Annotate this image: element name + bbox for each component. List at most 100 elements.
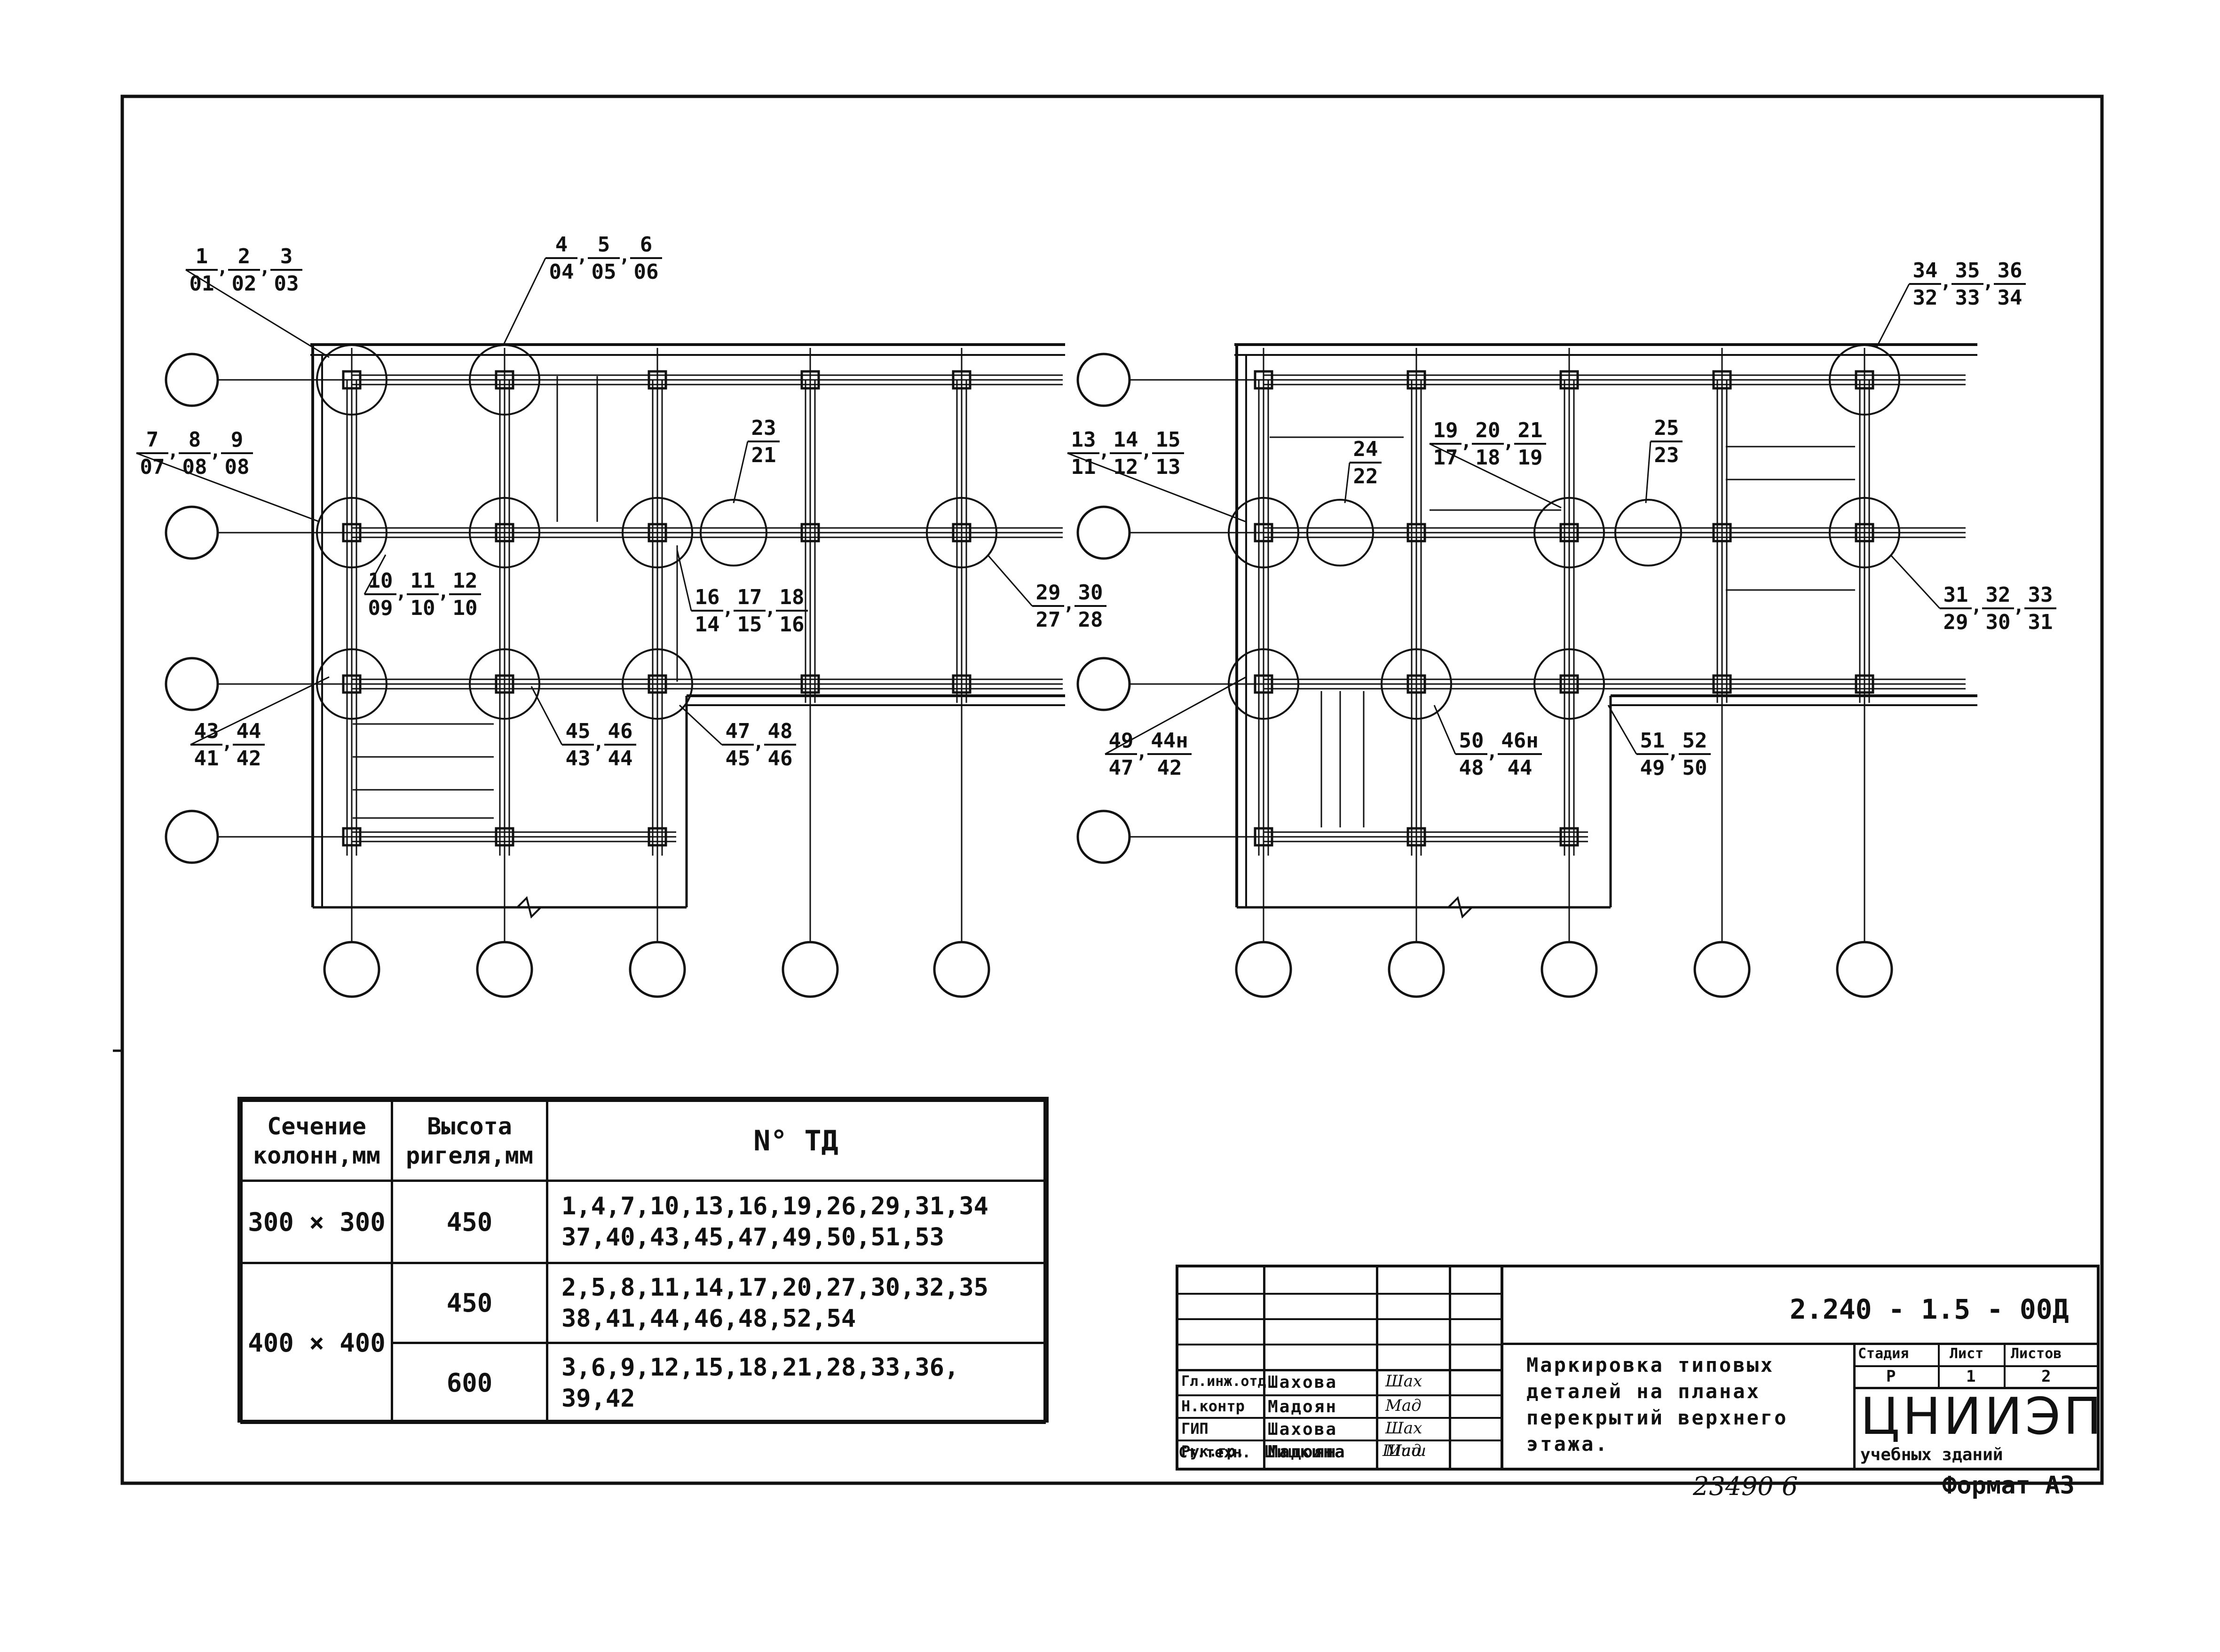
- person-name: Шишкина: [1265, 1442, 1346, 1462]
- signature: Мад: [1385, 1396, 1422, 1415]
- label-numerator: 14: [1114, 428, 1138, 452]
- label-separator: ,: [210, 440, 221, 462]
- label-denominator: 10: [453, 596, 478, 620]
- label-denominator: 09: [368, 596, 393, 620]
- column: [342, 674, 362, 694]
- column: [342, 827, 362, 847]
- label-separator: ,: [438, 581, 449, 603]
- person-name: Шахова: [1268, 1420, 1338, 1439]
- role-label: Н.контр: [1181, 1397, 1245, 1415]
- column: [342, 523, 362, 543]
- column: [648, 674, 667, 694]
- grid-axis-bubble: [1541, 941, 1598, 998]
- label-denominator: 18: [1476, 446, 1501, 470]
- label-denominator: 44: [1508, 756, 1533, 780]
- detail-circle: [1228, 648, 1299, 720]
- grid-axis-bubble: [1388, 941, 1445, 998]
- floor-plan-right: [1076, 343, 1977, 998]
- column: [952, 523, 972, 543]
- column: [1712, 523, 1732, 543]
- role-label: ГИП: [1181, 1420, 1209, 1438]
- role-label: Гл.инж.отд: [1181, 1373, 1266, 1390]
- label-numerator: 43: [194, 719, 219, 743]
- label-denominator: 48: [1459, 756, 1484, 780]
- row-td-list: 3,6,9,12,15,18,21,28,33,36, 39,42: [546, 1342, 1046, 1424]
- label-numerator: 33: [2028, 583, 2053, 607]
- detail-circle: [316, 497, 387, 568]
- label-denominator: 30: [1986, 610, 2011, 634]
- stage-label: Стадия: [1858, 1345, 1909, 1362]
- label-numerator: 19: [1433, 418, 1458, 442]
- column: [1254, 674, 1273, 694]
- row-td-list: 2,5,8,11,14,17,20,27,30,32,35 38,41,44,4…: [546, 1262, 1046, 1344]
- label-numerator: 17: [737, 585, 762, 609]
- label-numerator: 16: [695, 585, 720, 609]
- label-separator: ,: [765, 598, 776, 619]
- grid-axis-bubble: [165, 353, 219, 407]
- column-spec-table: Сечение колонн,мм Высота ригеля,мм N° ТД…: [237, 1097, 1049, 1424]
- leader-line: [363, 554, 387, 595]
- label-separator: ,: [221, 732, 233, 753]
- label-denominator: 13: [1156, 455, 1181, 479]
- label-denominator: 21: [751, 443, 776, 467]
- label-separator: ,: [1063, 593, 1074, 614]
- column: [1855, 674, 1874, 694]
- grid-axis-bubble: [476, 941, 533, 998]
- label-separator: ,: [217, 257, 228, 278]
- grid-axis-bubble: [165, 810, 219, 864]
- label-denominator: 14: [695, 613, 720, 637]
- label-separator: ,: [1983, 271, 1994, 292]
- label-separator: ,: [1486, 741, 1498, 763]
- row-height: 450: [391, 1262, 548, 1344]
- column: [1406, 523, 1426, 543]
- label-numerator: 36: [1998, 259, 2022, 283]
- drawing-description: Маркировка типовых деталей на планах пер…: [1526, 1353, 1788, 1455]
- label-denominator: 41: [194, 747, 219, 771]
- detail-label: 404,505,606: [502, 233, 662, 346]
- label-numerator: 9: [231, 428, 244, 452]
- label-separator: ,: [2013, 595, 2024, 617]
- detail-circle: [1228, 497, 1299, 568]
- label-denominator: 27: [1036, 608, 1061, 632]
- sheet-value: 1: [1966, 1367, 1976, 1386]
- label-numerator: 15: [1156, 428, 1181, 452]
- label-numerator: 1: [196, 244, 208, 268]
- column: [1406, 674, 1426, 694]
- label-numerator: 51: [1640, 729, 1665, 753]
- label-denominator: 43: [566, 747, 591, 771]
- label-denominator: 31: [2028, 610, 2053, 634]
- column: [1559, 827, 1579, 847]
- column: [1559, 370, 1579, 390]
- column: [800, 523, 820, 543]
- label-denominator: 44: [608, 747, 633, 771]
- leader-line: [679, 704, 723, 746]
- label-separator: ,: [1136, 741, 1147, 763]
- label-separator: ,: [1971, 595, 1982, 617]
- detail-circle: [1381, 648, 1452, 720]
- detail-label: 101,202,303: [185, 244, 330, 358]
- label-denominator: 10: [411, 596, 435, 620]
- label-numerator: 23: [751, 416, 776, 440]
- label-numerator: 2: [238, 244, 251, 268]
- label-denominator: 05: [592, 260, 616, 284]
- column: [1254, 523, 1273, 543]
- label-numerator: 44н: [1151, 729, 1188, 753]
- label-denominator: 45: [726, 747, 751, 771]
- header-column-section: Сечение колонн,мм: [240, 1100, 393, 1182]
- grid-axis-bubble: [165, 505, 219, 560]
- label-denominator: 28: [1078, 608, 1103, 632]
- label-numerator: 6: [640, 233, 653, 257]
- label-numerator: 32: [1986, 583, 2011, 607]
- organization-name: ЦНИИЭП: [1860, 1387, 2105, 1446]
- label-numerator: 34: [1913, 259, 1938, 283]
- label-denominator: 46: [768, 747, 793, 771]
- detail-circle: [469, 344, 540, 416]
